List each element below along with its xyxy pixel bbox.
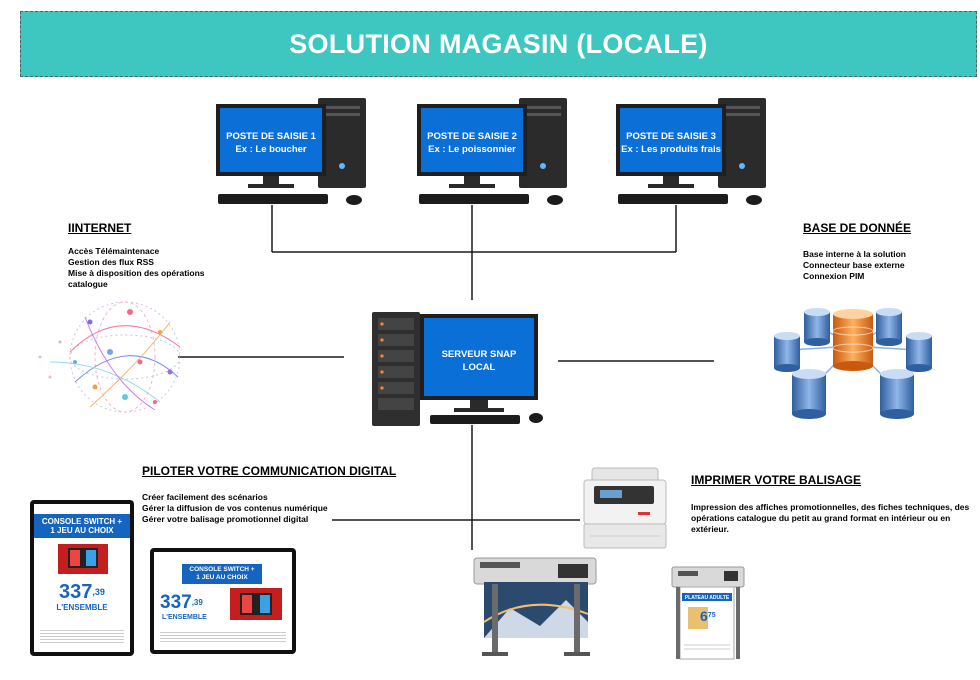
workstation-1-example: Ex : Le boucher [235, 144, 307, 155]
server-icon [372, 312, 543, 426]
globe-network-icon [38, 301, 180, 413]
laser-printer-icon [583, 467, 667, 549]
print-text: Impression des affiches promotionnelles,… [691, 502, 970, 534]
printer-poster-price-int: 6 [700, 608, 708, 624]
workstation-2-example: Ex : Le poissonnier [428, 144, 516, 155]
internet-item: Gestion des flux RSS [68, 257, 154, 267]
internet-item: Accès Télémaintenace [68, 246, 160, 256]
computer-icon [417, 98, 567, 205]
poster-headline2: 1 JEU AU CHOIX [50, 526, 114, 535]
poster2-price: 337 [160, 592, 192, 613]
page-title: SOLUTION MAGASIN (LOCALE) [289, 28, 708, 59]
poster2-cents: ,39 [191, 598, 203, 607]
workstation-3: POSTE DE SAISIE 3 Ex : Les produits frai… [616, 96, 772, 208]
digital-item: Gérer votre balisage promotionnel digita… [142, 514, 309, 524]
workstation-3-title: POSTE DE SAISIE 3 [626, 131, 716, 142]
digital-signage-portrait: CONSOLE SWITCH + 1 JEU AU CHOIX 337,39 L… [30, 500, 134, 656]
console-image [58, 544, 108, 574]
workstation-2: POSTE DE SAISIE 2 Ex : Le poissonnier [417, 96, 573, 208]
database-item: Connecteur base externe [803, 260, 905, 270]
internet-list: Accès Télémaintenace Gestion des flux RS… [68, 246, 205, 290]
poster-printer-icon [671, 566, 745, 660]
print-description: Impression des affiches promotionnelles,… [691, 502, 973, 535]
internet-item: catalogue [68, 279, 108, 289]
database-list: Base interne à la solution Connecteur ba… [803, 249, 906, 282]
poster2-caption: L'ENSEMBLE [162, 614, 207, 621]
database-item: Base interne à la solution [803, 249, 906, 259]
poster-headline1: CONSOLE SWITCH + [41, 517, 123, 526]
poster-cents: ,39 [92, 587, 105, 597]
workstation-2-title: POSTE DE SAISIE 2 [427, 131, 517, 142]
digital-item: Gérer la diffusion de vos contenus numér… [142, 503, 328, 513]
computer-icon [216, 98, 366, 205]
database-cluster-icon [774, 308, 932, 419]
digital-signage-landscape: CONSOLE SWITCH + 1 JEU AU CHOIX 337,39 L… [150, 548, 296, 654]
digital-list: Créer facilement des scénarios Gérer la … [142, 492, 328, 525]
printer-poster-price: 675 [700, 608, 716, 625]
internet-title: IINTERNET [68, 221, 132, 235]
server-line2: LOCAL [462, 362, 496, 373]
database-title: BASE DE DONNÉE [803, 221, 912, 235]
digital-title: PILOTER VOTRE COMMUNICATION DIGITAL [142, 464, 397, 478]
local-server: SERVEUR SNAP LOCAL [370, 312, 550, 430]
digital-item: Créer facilement des scénarios [142, 492, 268, 502]
workstation-1-title: POSTE DE SAISIE 1 [226, 131, 316, 142]
computer-icon [616, 98, 766, 205]
internet-item: Mise à disposition des opérations [68, 268, 205, 278]
large-format-printer-icon [473, 557, 597, 656]
database-item: Connexion PIM [803, 271, 865, 281]
printer-poster-price-cents: 75 [707, 612, 716, 619]
poster-price: 337 [59, 581, 93, 603]
console-image [230, 588, 282, 620]
workstation-1: POSTE DE SAISIE 1 Ex : Le boucher [216, 96, 372, 208]
workstation-3-example: Ex : Les produits frais [621, 144, 721, 155]
printer-poster-headline: PLATEAU ADULTE [684, 595, 730, 601]
poster2-headline2: 1 JEU AU CHOIX [196, 574, 248, 581]
server-line1: SERVEUR SNAP [441, 349, 517, 360]
poster-caption: L'ENSEMBLE [56, 603, 108, 612]
poster2-headline1: CONSOLE SWITCH + [189, 566, 255, 573]
title-banner: SOLUTION MAGASIN (LOCALE) [20, 11, 977, 77]
print-title: IMPRIMER VOTRE BALISAGE [691, 473, 862, 487]
